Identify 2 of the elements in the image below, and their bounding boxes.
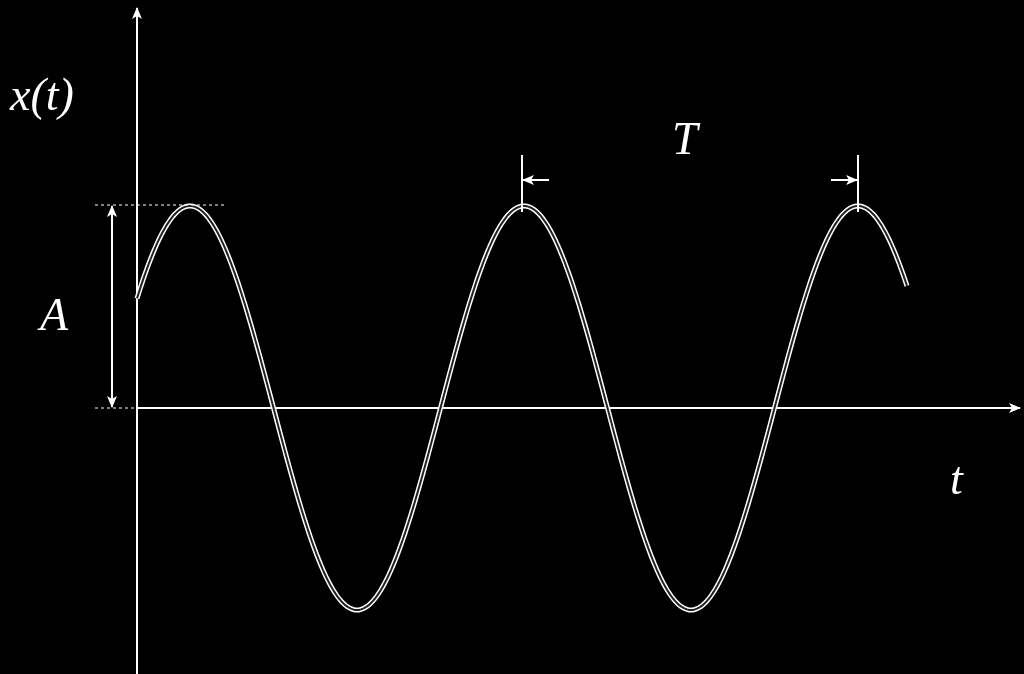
axis-label: x(t) bbox=[10, 72, 74, 118]
axis-label: t bbox=[950, 456, 963, 502]
